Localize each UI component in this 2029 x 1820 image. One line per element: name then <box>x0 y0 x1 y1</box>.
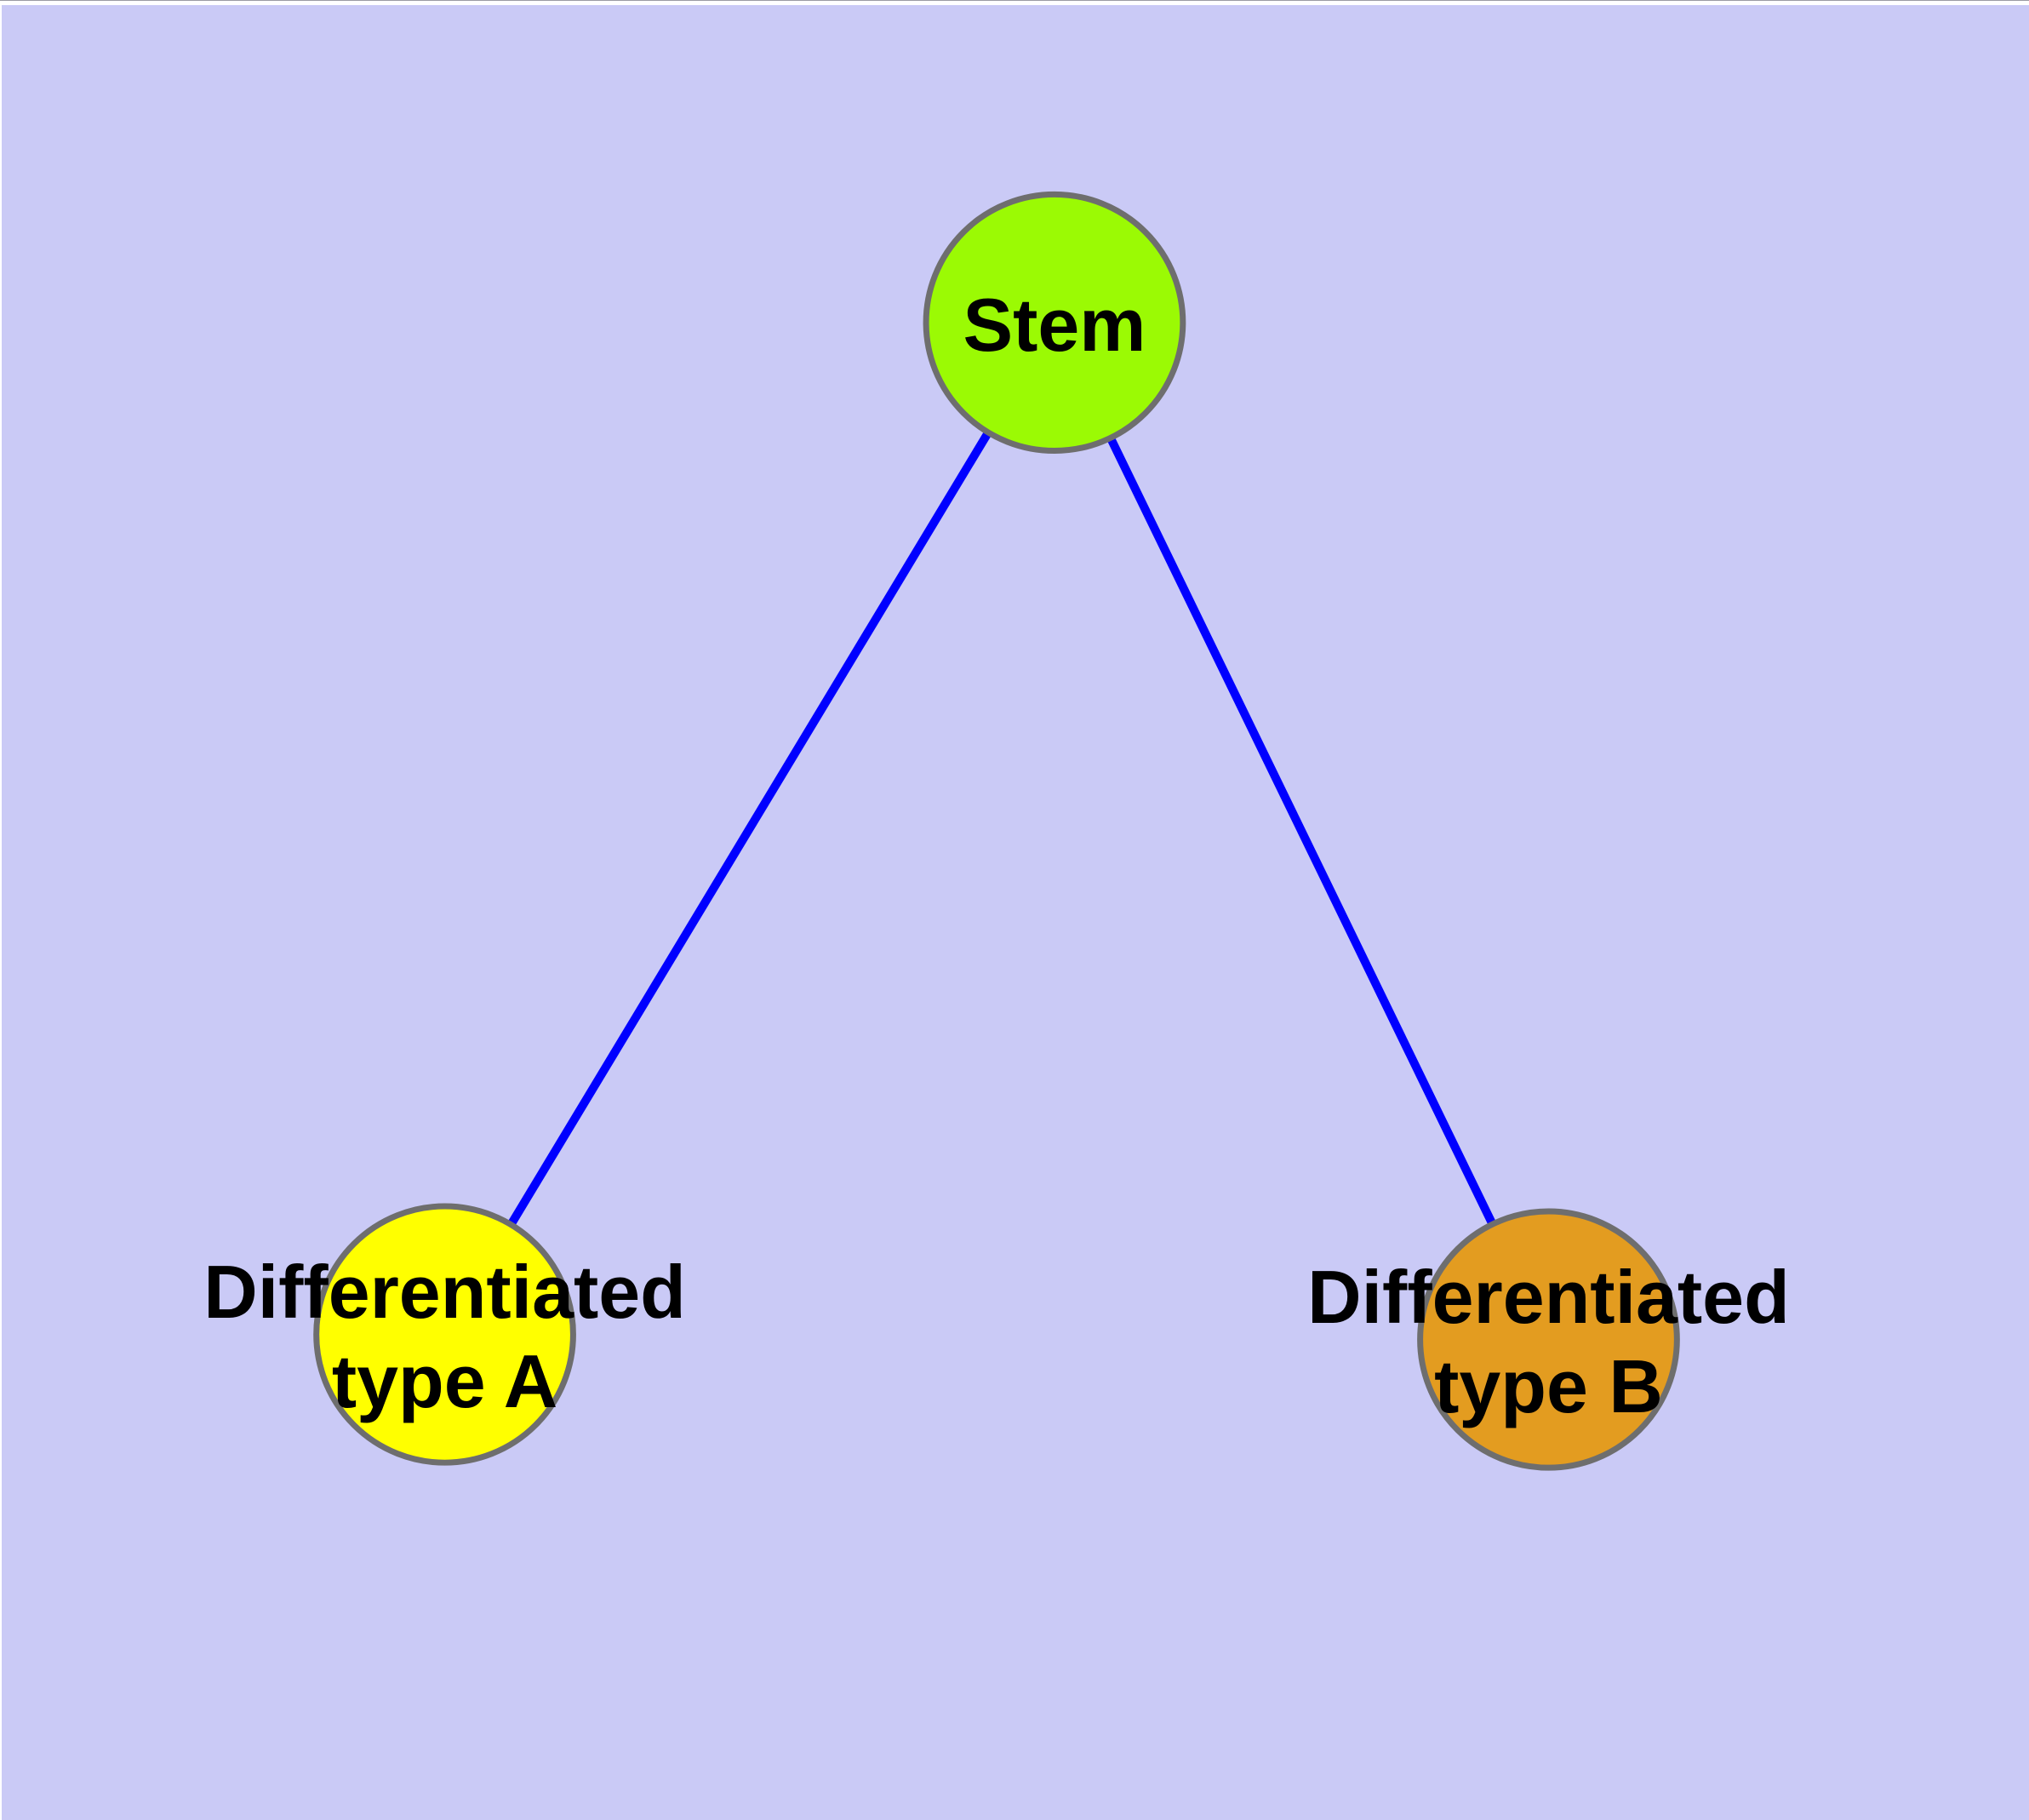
node-label-line: type A <box>332 1339 557 1423</box>
node-label-line: type B <box>1434 1344 1663 1428</box>
edges-layer <box>441 320 1552 1342</box>
node-stem <box>923 191 1186 455</box>
node-type-b <box>1417 1208 1680 1471</box>
edge-stem-to-type-a <box>441 320 1059 1337</box>
edge-stem-to-type-b <box>1050 320 1552 1342</box>
node-label-stem: Stem <box>963 283 1146 367</box>
nodes-layer <box>313 191 1680 1471</box>
top-margin-strip <box>0 0 2029 5</box>
node-label-line: Differentiated <box>203 1250 686 1334</box>
node-type-a <box>313 1203 576 1466</box>
node-label-line: Stem <box>963 283 1146 367</box>
node-label-line: Differentiated <box>1307 1255 1790 1339</box>
